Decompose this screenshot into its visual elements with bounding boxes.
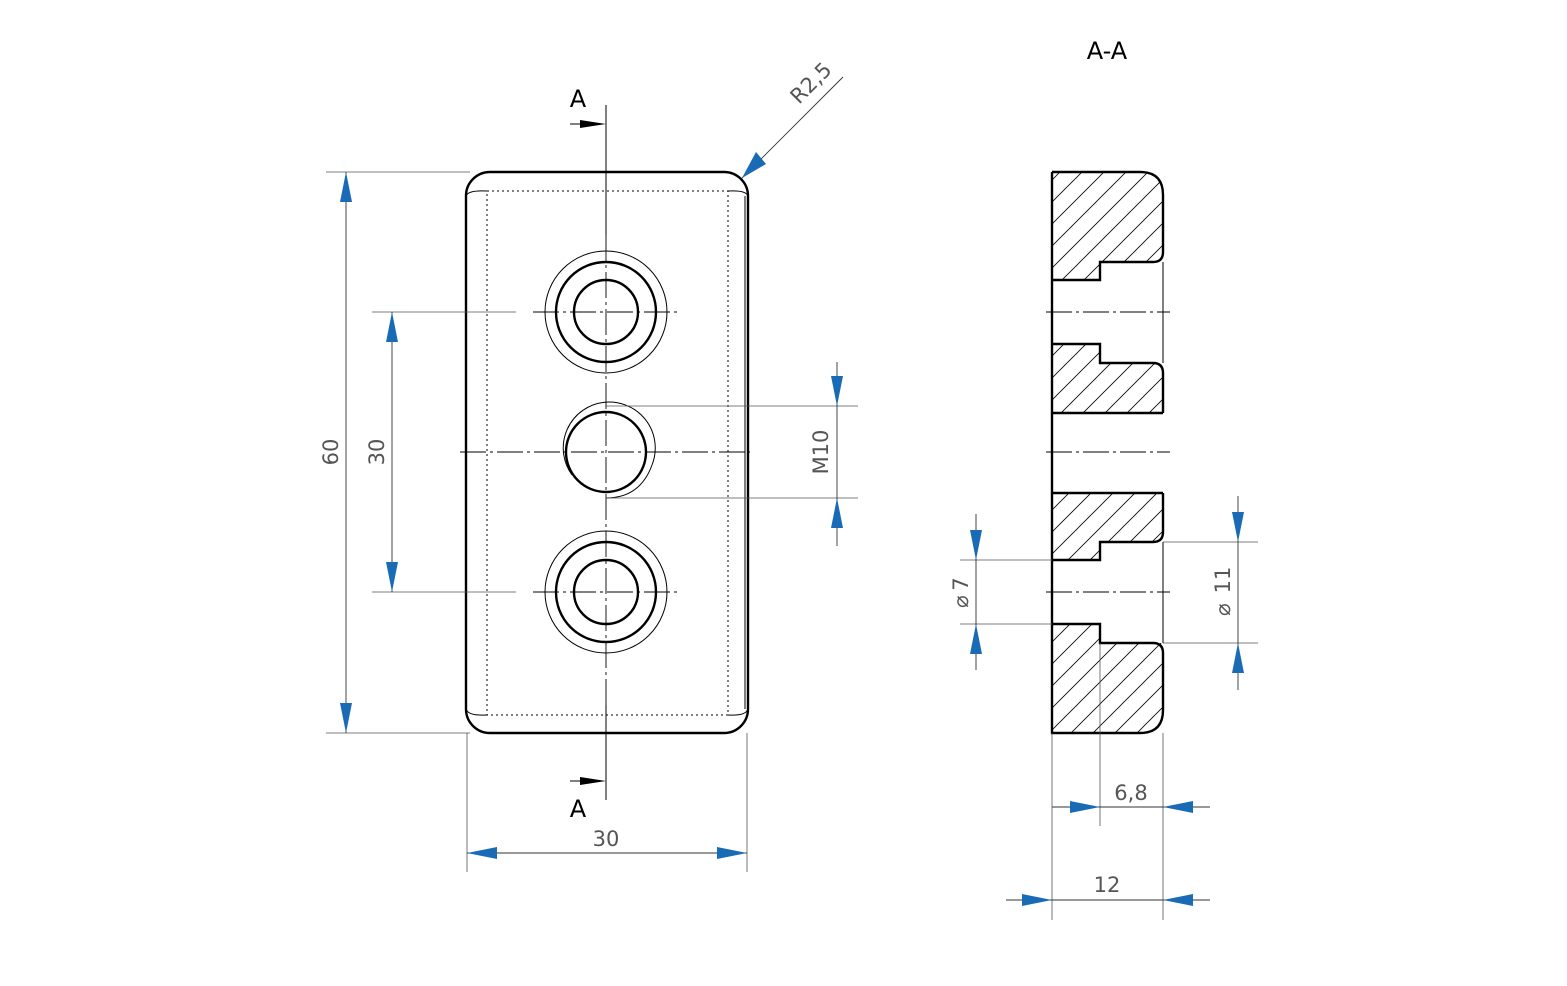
front-view: A A 60 30 xyxy=(319,58,858,872)
section-view: A-A ⌀ 7 xyxy=(949,37,1258,920)
plate-inner-edge xyxy=(486,190,729,716)
dimension-width: 30 xyxy=(466,733,748,872)
dimension-counterbore-diameter: ⌀ 11 xyxy=(1163,496,1258,690)
dimension-height-label: 60 xyxy=(319,439,343,466)
dimension-counterbore-diameter-symbol: ⌀ xyxy=(1211,603,1235,616)
dimension-width-label: 30 xyxy=(593,827,620,851)
dimension-counterbore-depth: 6,8 xyxy=(1052,643,1210,920)
section-mark-top: A xyxy=(570,85,606,128)
dimension-height: 60 xyxy=(319,171,470,734)
dimension-radius: R2,5 xyxy=(741,58,844,179)
dimension-hole-spacing-label: 30 xyxy=(365,439,389,466)
dimension-thickness: 12 xyxy=(1006,733,1210,920)
dimension-small-diameter-symbol: ⌀ xyxy=(949,595,973,608)
dimension-hole-spacing: 30 xyxy=(365,311,516,593)
section-mark-bottom: A xyxy=(570,777,606,823)
dimension-counterbore-depth-label: 6,8 xyxy=(1114,781,1147,805)
section-outline xyxy=(1050,170,1165,735)
section-mark-bottom-label: A xyxy=(570,795,587,823)
counterbore-hole-bottom xyxy=(533,530,680,654)
threaded-hole-m10 xyxy=(460,401,750,499)
section-view-title: A-A xyxy=(1087,37,1128,65)
dimension-counterbore-diameter-label: 11 xyxy=(1211,567,1235,594)
dimension-radius-label: R2,5 xyxy=(786,58,837,109)
dimension-small-diameter-label: 7 xyxy=(949,577,973,590)
dimension-small-diameter: ⌀ 7 xyxy=(949,514,1052,670)
counterbore-hole-top xyxy=(533,250,680,374)
dimension-thread-label: M10 xyxy=(809,430,833,475)
section-mark-top-label: A xyxy=(570,85,587,113)
dimension-thread: M10 xyxy=(606,362,858,546)
dimension-thickness-label: 12 xyxy=(1094,873,1121,897)
plate-outline xyxy=(464,170,750,735)
